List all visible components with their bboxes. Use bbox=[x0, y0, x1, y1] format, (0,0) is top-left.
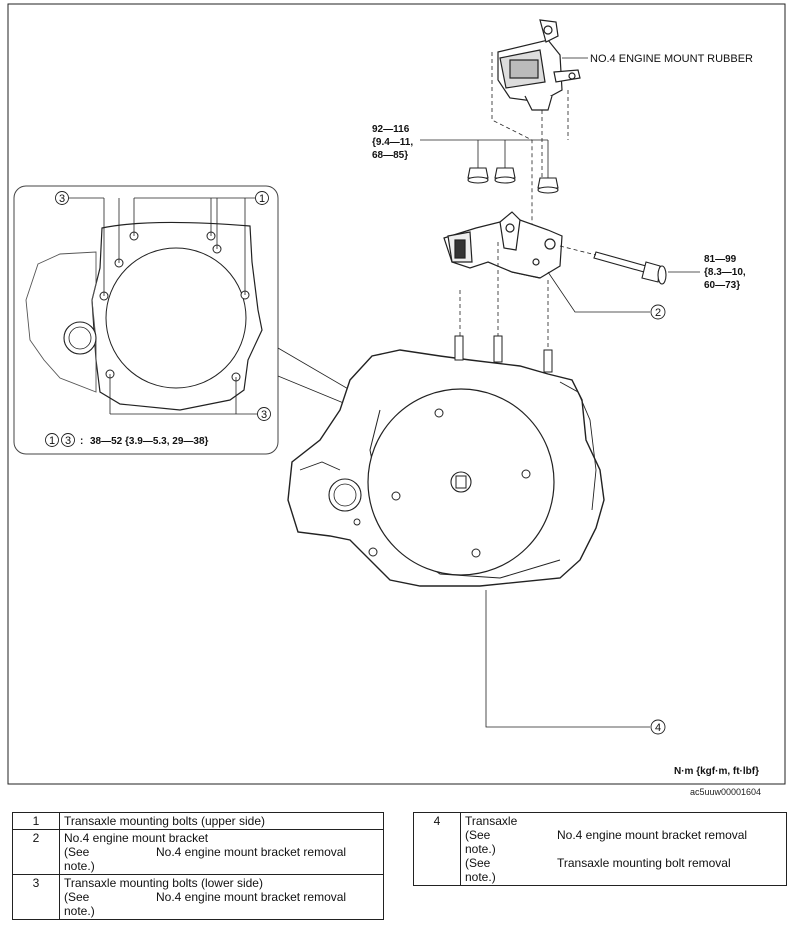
row-number: 1 bbox=[12, 812, 60, 830]
nut-torque-3: 68—85} bbox=[372, 150, 408, 161]
inset-callout-1-circle bbox=[255, 191, 269, 205]
row-number: 4 bbox=[413, 812, 461, 886]
inset-panel: 3 1 3 1 3 : 38—52 {3.9—5.3, 29—38} bbox=[13, 185, 279, 455]
bolt-guide-line bbox=[559, 245, 597, 256]
note-label: note.) bbox=[465, 870, 496, 884]
row-cell: Transaxle (See No.4 engine mount bracket… bbox=[460, 812, 787, 886]
flange-nuts bbox=[467, 167, 559, 194]
row-text: Transaxle bbox=[465, 814, 518, 828]
ref-link[interactable]: Transaxle mounting bolt removal bbox=[557, 856, 731, 870]
table-row: 2 No.4 engine mount bracket (See No.4 en… bbox=[12, 829, 384, 875]
leader-callout-4 bbox=[485, 590, 650, 728]
row-text: Transaxle mounting bolts (lower side) bbox=[64, 876, 263, 890]
inset-callout-3-top: 3 bbox=[59, 193, 65, 205]
callout-2: 2 bbox=[655, 307, 661, 319]
table-row: 1 Transaxle mounting bolts (upper side) bbox=[12, 812, 384, 830]
bolt-torque-3: 60—73} bbox=[704, 280, 740, 291]
row-cell: No.4 engine mount bracket (See No.4 engi… bbox=[59, 829, 384, 875]
mount-through-bolt bbox=[593, 251, 667, 285]
nut-leader-lines bbox=[420, 139, 549, 178]
ref-link[interactable]: No.4 engine mount bracket removal bbox=[156, 890, 347, 904]
torque-units: N·m {kgf·m, ft·lbf} bbox=[674, 766, 759, 777]
ref-link[interactable]: No.4 engine mount bracket removal bbox=[156, 845, 347, 859]
image-id: ac5uuw00001604 bbox=[690, 787, 762, 797]
nut-torque-2: {9.4—11, bbox=[372, 137, 413, 148]
nut-torque-1: 92—116 bbox=[372, 124, 410, 135]
transaxle-exploded-diagram: NO.4 ENGINE MOUNT RUBBER 92—116 {9.4—11,… bbox=[7, 3, 786, 785]
leader-callout-2 bbox=[547, 271, 650, 313]
inset-torque: 38—52 {3.9—5.3, 29—38} bbox=[90, 436, 209, 447]
inset-torque-sep: : bbox=[80, 436, 83, 447]
inset-callout-3b-circle bbox=[257, 407, 271, 421]
bolt-torque-2: {8.3—10, bbox=[704, 267, 746, 278]
diagram-frame bbox=[7, 3, 786, 785]
inset-callout-3-bottom: 3 bbox=[261, 409, 267, 421]
table-row: 4 Transaxle (See No.4 engine mount brack… bbox=[413, 812, 787, 886]
note-label: note.) bbox=[64, 904, 95, 918]
bolt-torque-1: 81—99 bbox=[704, 254, 737, 265]
see-label: (See bbox=[64, 845, 90, 859]
engine-mount-bracket bbox=[443, 211, 563, 279]
see-label: (See bbox=[64, 890, 90, 904]
callout-2-circle bbox=[650, 304, 666, 320]
note-label: note.) bbox=[64, 859, 95, 873]
row-number: 2 bbox=[12, 829, 60, 875]
stud-guide-lines bbox=[459, 242, 549, 350]
inset-callout-3-circle bbox=[55, 191, 69, 205]
row-text: No.4 engine mount bracket bbox=[64, 831, 209, 845]
row-number: 3 bbox=[12, 874, 60, 920]
engine-mount-rubber bbox=[497, 19, 581, 111]
parts-table-right: 4 Transaxle (See No.4 engine mount brack… bbox=[413, 812, 787, 886]
callout-4: 4 bbox=[655, 722, 661, 734]
inset-pointer bbox=[277, 347, 351, 405]
table-row: 3 Transaxle mounting bolts (lower side) … bbox=[12, 874, 384, 920]
callout-4-circle bbox=[650, 719, 666, 735]
see-label: (See bbox=[465, 856, 491, 870]
note-label: note.) bbox=[465, 842, 496, 856]
inset-legend-1-circle bbox=[45, 433, 59, 447]
parts-table-left: 1 Transaxle mounting bolts (upper side) … bbox=[12, 812, 384, 920]
ref-link[interactable]: No.4 engine mount bracket removal bbox=[557, 828, 748, 842]
row-cell: Transaxle mounting bolts (lower side) (S… bbox=[59, 874, 384, 920]
inset-legend-3: 3 bbox=[65, 435, 71, 447]
inset-callout-1-top: 1 bbox=[259, 193, 265, 205]
inset-legend-1: 1 bbox=[49, 435, 55, 447]
mount-rubber-label: NO.4 ENGINE MOUNT RUBBER bbox=[590, 53, 753, 65]
row-text: Transaxle mounting bolts (upper side) bbox=[59, 812, 384, 830]
see-label: (See bbox=[465, 828, 491, 842]
inset-legend-3-circle bbox=[61, 433, 75, 447]
rubber-guide-lines bbox=[491, 52, 569, 240]
transaxle bbox=[287, 335, 605, 587]
